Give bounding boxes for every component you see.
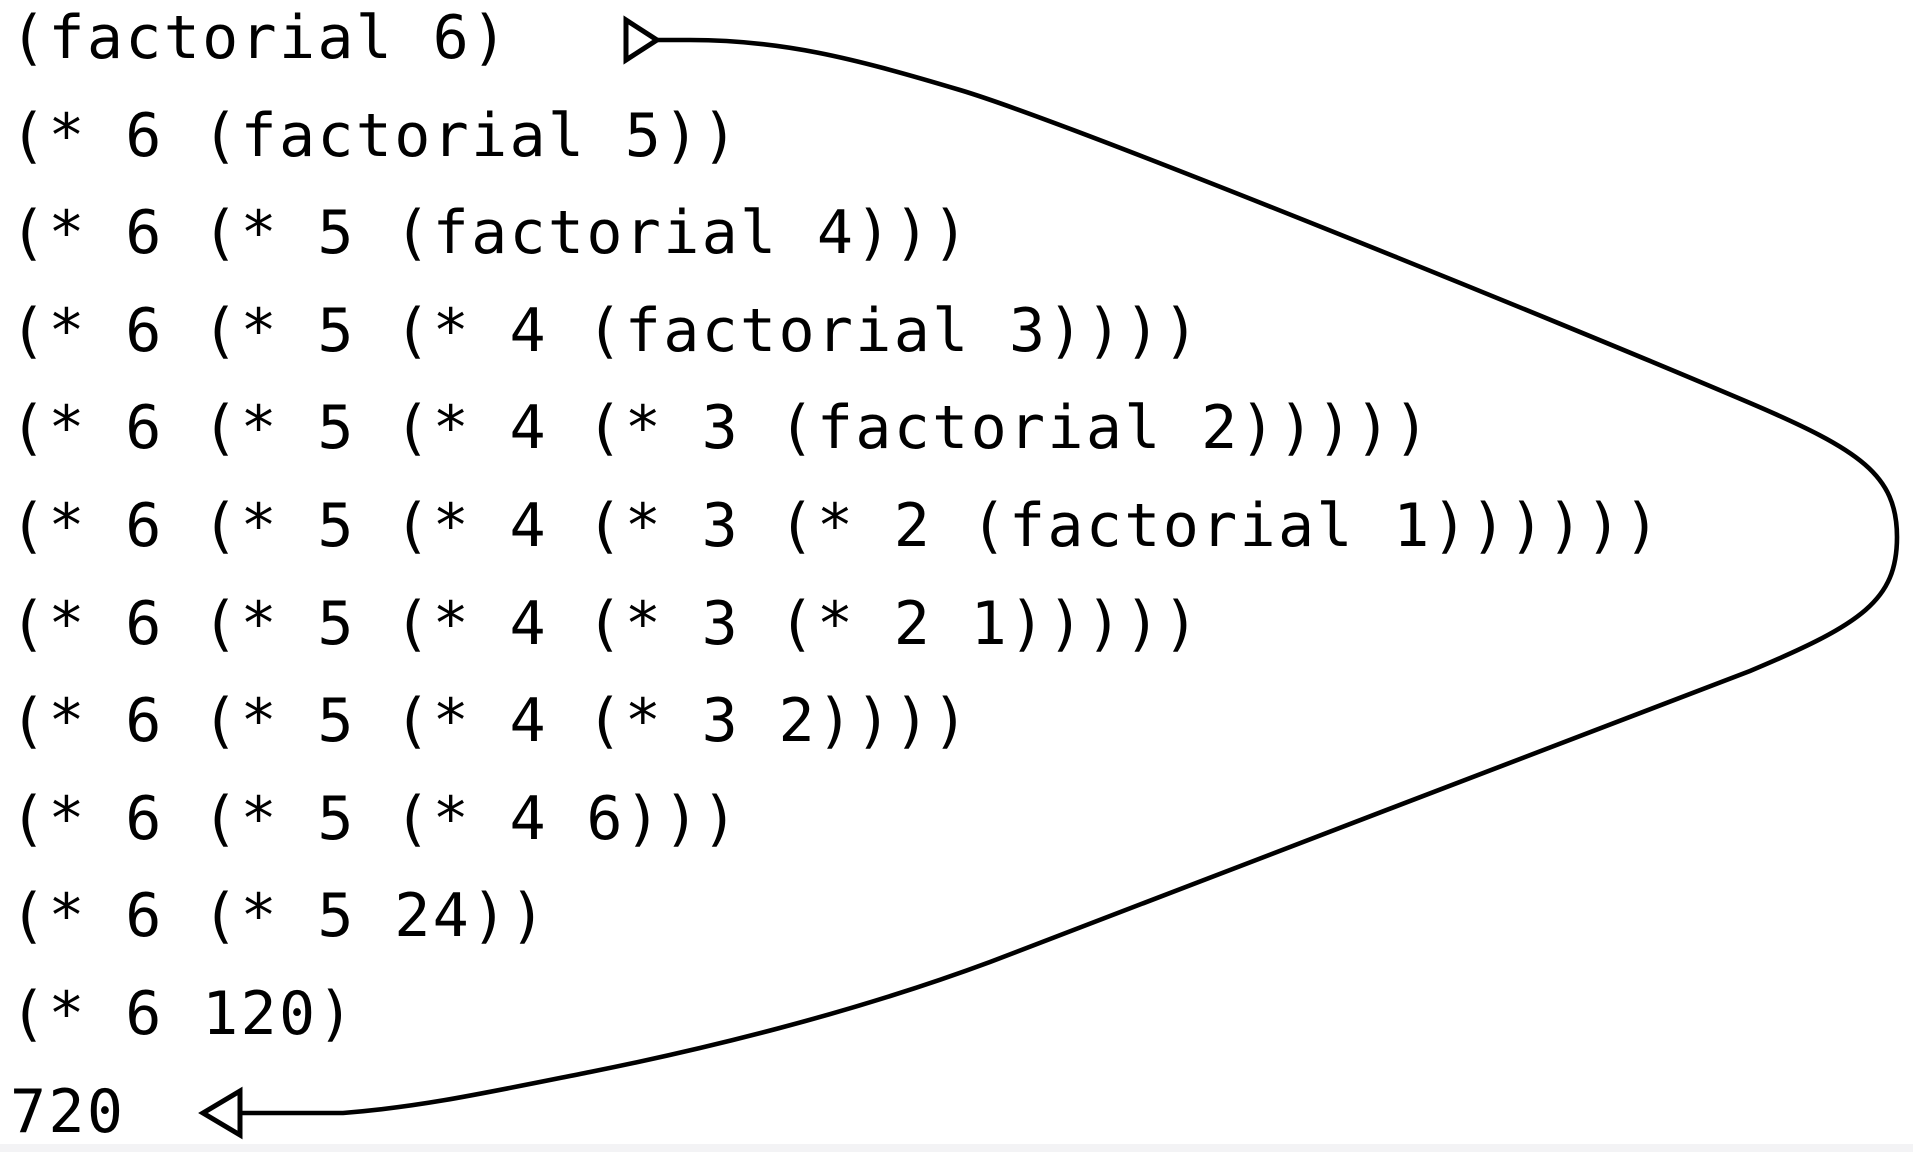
bottom-edge-strip: [0, 1144, 1913, 1152]
code-line: (* 6 120): [10, 978, 356, 1049]
code-lines: (factorial 6) (* 6 (factorial 5)) (* 6 (* …: [10, 0, 1662, 1152]
code-line: (factorial 6): [10, 3, 510, 73]
code-line: (* 6 (* 5 (factorial 4))): [10, 198, 971, 269]
code-line: (* 6 (* 5 24)): [10, 881, 548, 952]
code-line: (* 6 (factorial 5)): [10, 100, 741, 171]
code-line: (* 6 (* 5 (* 4 (* 3 (* 2 (factorial 1)))…: [10, 490, 1663, 561]
code-line: (* 6 (* 5 (* 4 (* 3 (* 2 1))))): [10, 588, 1202, 659]
code-line: 720: [10, 1076, 126, 1147]
code-line: (* 6 (* 5 (* 4 (* 3 2)))): [10, 686, 971, 757]
code-line: (* 6 (* 5 (* 4 6))): [10, 783, 741, 854]
code-line: (* 6 (* 5 (* 4 (* 3 (factorial 2))))): [10, 393, 1432, 464]
code-line: (* 6 (* 5 (* 4 (factorial 3)))): [10, 295, 1202, 366]
